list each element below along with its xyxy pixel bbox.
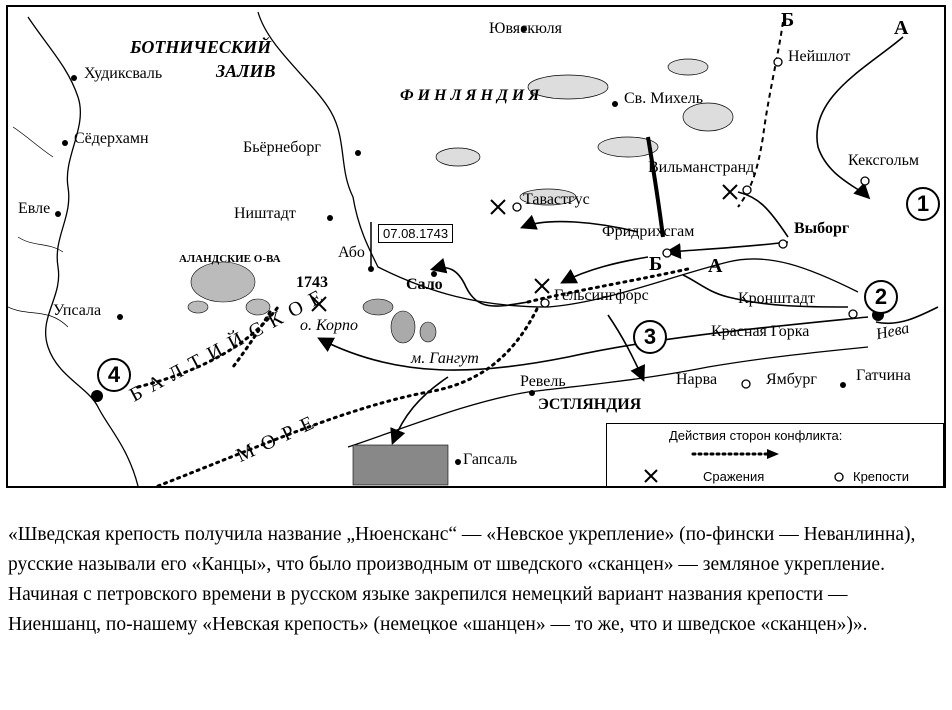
dotted-route-4 xyxy=(231,310,272,369)
finland-coastline xyxy=(257,11,859,308)
marker-2: 2 xyxy=(864,280,898,314)
legend-title: Действия сторон конфликта: xyxy=(669,428,843,443)
aland-islands xyxy=(187,261,271,316)
dotted-route-3 xyxy=(526,267,690,304)
legend-fortresses: Крепости xyxy=(853,469,910,484)
arrow-route-8 xyxy=(682,274,849,308)
arrow-route-5 xyxy=(520,214,639,233)
city-abo: Або xyxy=(338,244,365,261)
border-line xyxy=(737,21,784,208)
marker-4: 4 xyxy=(97,358,131,392)
battle-year-1743: 1743 xyxy=(296,274,328,291)
estland-label: ЭСТЛЯНДИЯ xyxy=(538,396,642,413)
historical-map: БОТНИЧЕСКИЙ ЗАЛИВ Ф И Н Л Я Н Д И Я АЛАН… xyxy=(6,5,946,488)
date-box: 07.08.1743 xyxy=(378,224,454,243)
city-jyvaskyla: Ювяскюля xyxy=(489,20,562,37)
city-neishlot: Нейшлот xyxy=(788,48,851,65)
island-korpo: о. Корпо xyxy=(300,317,359,334)
marker-1: 1 xyxy=(906,187,940,221)
city-fridrikhsgam: Фридрихсгам xyxy=(602,223,695,240)
arrow-route-6 xyxy=(429,257,529,307)
finland-lakes xyxy=(435,58,734,206)
mark-a-top: А xyxy=(894,17,909,39)
dotted-route-2 xyxy=(156,305,540,486)
mark-b-mid: Б xyxy=(649,253,663,275)
fortress-markers xyxy=(512,57,870,389)
city-revel: Ревель xyxy=(520,373,566,390)
sweden-coastline xyxy=(27,16,139,486)
aland-label: АЛАНДСКИЕ О-ВА xyxy=(179,253,281,265)
finland-label: Ф И Н Л Я Н Д И Я xyxy=(400,87,540,104)
battle-markers xyxy=(311,184,738,312)
map-legend: Действия сторон конфликта: Сражения Креп… xyxy=(606,423,944,486)
city-hudiksvall: Худиксваль xyxy=(84,65,163,82)
marker-3: 3 xyxy=(633,320,667,354)
arrow-route-9 xyxy=(607,314,645,382)
estonia-islands xyxy=(352,444,449,486)
caption-text-block: «Шведская крепость получила название „Ню… xyxy=(8,520,943,640)
legend-fortress-icon xyxy=(834,472,844,482)
arrow-route-4 xyxy=(560,256,649,284)
arrow-route-2 xyxy=(737,191,789,238)
city-gatchina: Гатчина xyxy=(856,367,911,384)
city-nishtadt: Ништадт xyxy=(234,205,296,222)
city-bjorneborg: Бьёрнеборг xyxy=(243,139,321,156)
legend-battle-icon xyxy=(644,469,658,483)
arrow-route-10 xyxy=(390,376,449,445)
gulf-label-2: ЗАЛИВ xyxy=(216,61,276,81)
arrow-route-1 xyxy=(816,36,904,200)
battle-cross-1743 xyxy=(311,296,327,312)
cape-gangut: м. Гангут xyxy=(411,350,479,367)
legend-dotted-arrow xyxy=(691,449,779,459)
city-gelsingfors: Гельсингфорс xyxy=(554,287,649,304)
city-kexholm: Кексгольм xyxy=(848,152,919,169)
legend-battles: Сражения xyxy=(703,469,765,484)
city-st-michel: Св. Михель xyxy=(624,90,703,107)
estonia-coastline xyxy=(347,346,869,448)
city-dots xyxy=(55,26,846,465)
mark-b-top: Б xyxy=(781,9,795,31)
gulf-label-1: БОТНИЧЕСКИЙ xyxy=(130,37,272,57)
battle-cross-gelsingfors xyxy=(534,278,550,294)
neva-river xyxy=(875,306,939,325)
arrow-route-7 xyxy=(317,316,869,371)
city-vilmanstrand: Вильманстранд xyxy=(648,159,755,176)
map-drawing xyxy=(8,11,939,486)
arrow-route-3 xyxy=(664,241,789,260)
border-line-2 xyxy=(646,136,665,238)
city-narva: Нарва xyxy=(676,371,718,388)
caption-paragraph: «Шведская крепость получила название „Ню… xyxy=(8,524,916,635)
city-soderhamn: Сёдерхамн xyxy=(74,130,149,147)
city-upsala: Упсала xyxy=(53,302,102,319)
battle-cross-vilmanstrand xyxy=(722,184,738,200)
city-kronshtadt: Кронштадт xyxy=(738,290,815,307)
city-gapsal: Гапсаль xyxy=(463,451,518,468)
city-krasnaya-gorka: Красная Горка xyxy=(711,323,810,340)
korpo-islands xyxy=(362,298,437,344)
city-tavastgus: Тавастгус xyxy=(523,191,590,208)
city-vyborg: Выборг xyxy=(794,220,850,237)
city-salo: Сало xyxy=(406,276,443,293)
mark-a-mid: А xyxy=(708,255,723,277)
city-yamburg: Ямбург xyxy=(766,371,817,388)
city-evle: Евле xyxy=(18,200,51,217)
battle-cross-tavastgus xyxy=(490,199,506,215)
sweden-inner-rivers xyxy=(8,126,69,328)
